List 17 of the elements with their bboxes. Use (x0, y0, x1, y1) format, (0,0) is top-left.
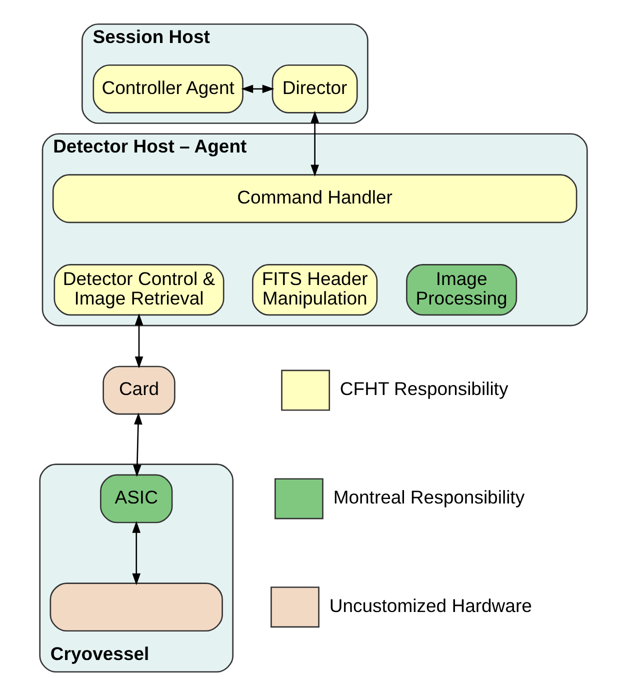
node-box: Detector Control & Image Retrieval (54, 264, 224, 316)
node-box: Command Handler (52, 174, 578, 224)
arrow (133, 412, 142, 477)
node-box: ASIC (100, 474, 173, 524)
node-box: Card (102, 366, 176, 415)
arrow (132, 520, 141, 586)
arrow (310, 110, 319, 177)
node-box: Controller Agent (92, 64, 244, 114)
node-box: FITS Header Manipulation (252, 264, 378, 316)
node-box (50, 582, 223, 632)
legend-label: Uncustomized Hardware (329, 594, 532, 616)
node-box: Director (272, 64, 358, 114)
legend-label: Montreal Responsibility (333, 486, 525, 508)
legend-label: CFHT Responsibility (340, 378, 508, 400)
arrow (134, 313, 144, 368)
node-box: Image Processing (406, 264, 518, 316)
arrow (241, 84, 274, 94)
